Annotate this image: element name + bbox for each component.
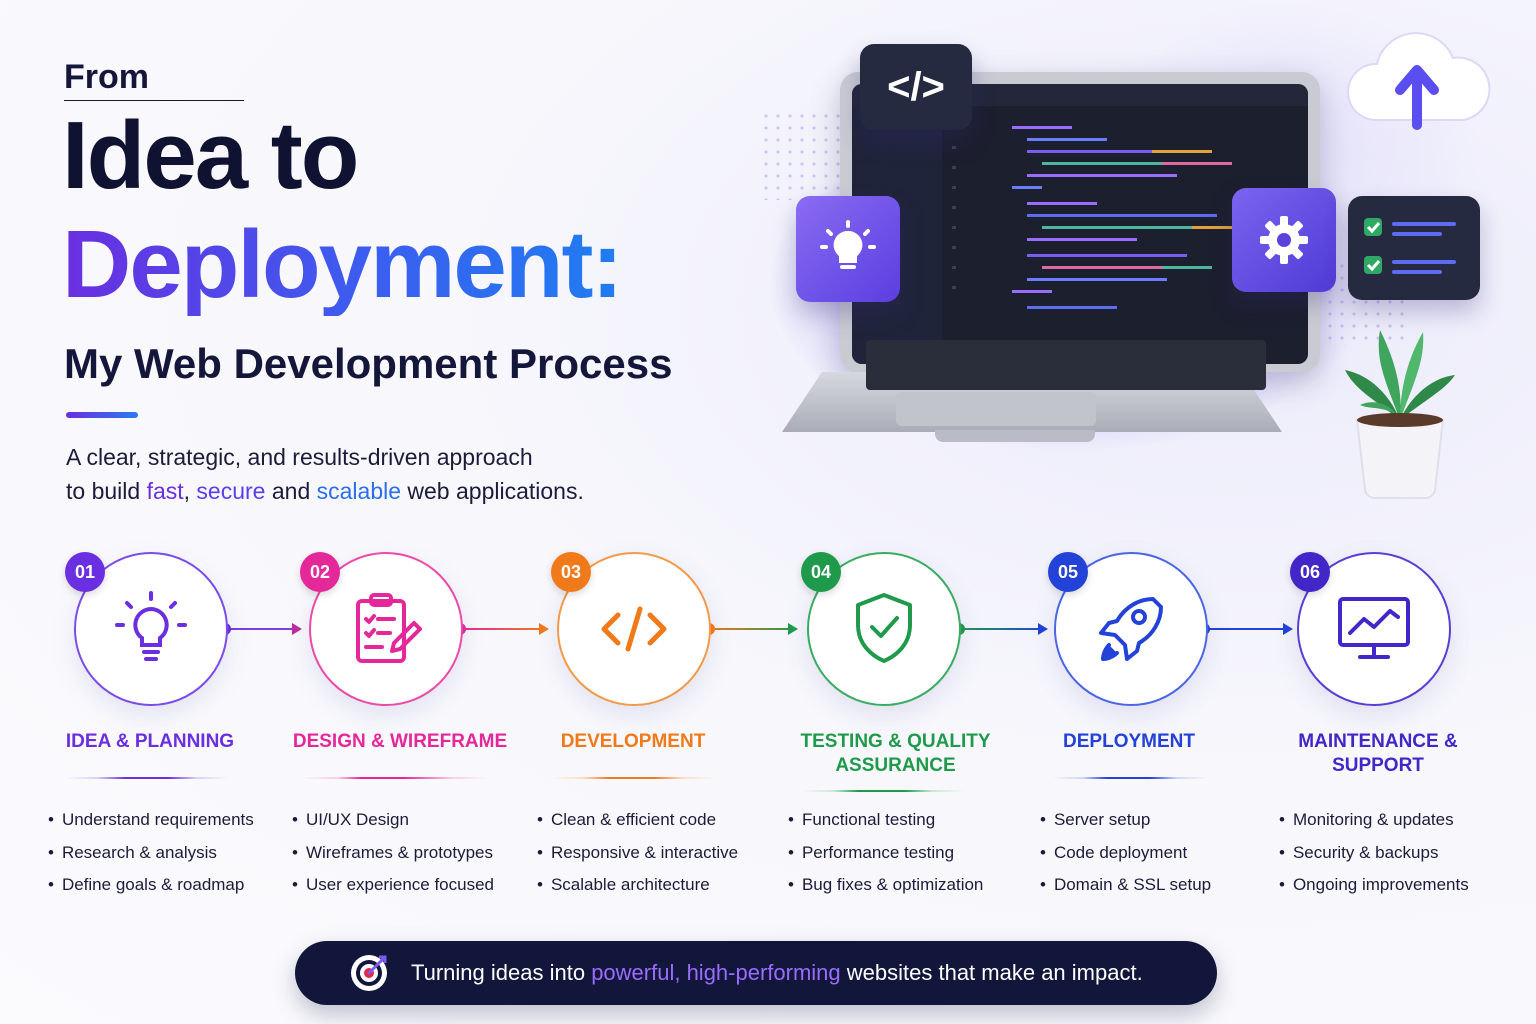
list-item: Security & backups — [1279, 843, 1469, 876]
desc-text: to build — [66, 478, 147, 504]
step-5-divider — [1052, 777, 1208, 779]
step-6-number: 06 — [1290, 552, 1330, 592]
step-6-title-line-2: SUPPORT — [1332, 755, 1424, 776]
step-2-title: DESIGN & WIREFRAME — [292, 731, 508, 752]
step-6-title: MAINTENANCE & SUPPORT — [1263, 730, 1493, 778]
step-4-title-line-1: TESTING & QUALITY — [800, 731, 991, 752]
laptop-screen — [852, 84, 1308, 364]
desc-fast: fast — [146, 478, 184, 504]
list-item: Functional testing — [788, 810, 983, 843]
step-4-title: TESTING & QUALITY ASSURANCE — [773, 730, 1018, 778]
list-item: Research & analysis — [48, 843, 254, 876]
list-item: Server setup — [1040, 810, 1211, 843]
title-line-1: Idea to — [62, 102, 359, 209]
banner-highlight: powerful, high-performing — [591, 960, 841, 985]
plant-illustration — [1345, 330, 1455, 500]
lightbulb-icon — [115, 591, 187, 661]
step-4-divider — [801, 790, 965, 792]
list-item: Define goals & roadmap — [48, 875, 254, 908]
desc-secure: secure — [196, 478, 266, 504]
title-line-2: Deployment: — [62, 211, 623, 318]
list-item: Understand requirements — [48, 810, 254, 843]
step-2-number: 02 — [300, 552, 340, 592]
page-subtitle: My Web Development Process — [64, 340, 673, 387]
connector-arrow — [1198, 623, 1293, 635]
step-1-list: Understand requirements Research & analy… — [48, 810, 254, 908]
step-4-title-line-2: ASSURANCE — [835, 755, 956, 776]
list-item: UI/UX Design — [292, 810, 494, 843]
description: A clear, strategic, and results-driven a… — [66, 440, 584, 508]
step-1-divider — [65, 777, 229, 779]
step-2-list: UI/UX Design Wireframes & prototypes Use… — [292, 810, 494, 908]
desc-and: and — [265, 478, 317, 504]
laptop-notch — [935, 430, 1095, 442]
step-1-title: IDEA & PLANNING — [65, 731, 235, 752]
list-item: Domain & SSL setup — [1040, 875, 1211, 908]
step-4-list: Functional testing Performance testing B… — [788, 810, 983, 908]
step-4-number: 04 — [801, 552, 841, 592]
code-icon: </> — [860, 44, 972, 130]
banner-text-end: websites that make an impact. — [840, 960, 1143, 985]
step-3-divider — [551, 777, 715, 779]
step-3-list: Clean & efficient code Responsive & inte… — [537, 810, 738, 908]
list-item: Performance testing — [788, 843, 983, 876]
list-item: Ongoing improvements — [1279, 875, 1469, 908]
step-5-number: 05 — [1048, 552, 1088, 592]
description-line-1: A clear, strategic, and results-driven a… — [66, 444, 533, 470]
list-item: Clean & efficient code — [537, 810, 738, 843]
step-6-title-line-1: MAINTENANCE & — [1298, 731, 1458, 752]
banner-text: Turning ideas into powerful, high-perfor… — [411, 960, 1143, 986]
list-item: Bug fixes & optimization — [788, 875, 983, 908]
gear-icon — [1232, 188, 1336, 292]
cloud-upload-icon — [1347, 32, 1491, 130]
description-line-2: to build fast, secure and scalable web a… — [66, 474, 584, 508]
accent-bar — [66, 412, 138, 418]
code-icon — [601, 606, 667, 652]
list-item: User experience focused — [292, 875, 494, 908]
connector-arrow — [703, 623, 798, 635]
clipboard-icon — [356, 593, 422, 663]
connector-arrow — [219, 623, 302, 635]
list-item: Scalable architecture — [537, 875, 738, 908]
connector-arrow — [953, 623, 1048, 635]
checklist-icon — [1348, 196, 1480, 300]
desc-comma: , — [183, 478, 197, 504]
list-item: Wireframes & prototypes — [292, 843, 494, 876]
lightbulb-icon — [796, 196, 900, 302]
step-5-title: DEPLOYMENT — [1063, 731, 1195, 752]
list-item: Code deployment — [1040, 843, 1211, 876]
monitor-chart-icon — [1338, 597, 1410, 659]
desc-scalable: scalable — [316, 478, 402, 504]
target-icon — [351, 955, 387, 991]
kicker-text: From — [64, 58, 149, 96]
step-3-title: DEVELOPMENT — [560, 731, 706, 752]
step-6-list: Monitoring & updates Security & backups … — [1279, 810, 1469, 908]
footer-banner: Turning ideas into powerful, high-perfor… — [295, 941, 1217, 1005]
dot-pattern — [760, 110, 850, 200]
step-3-number: 03 — [551, 552, 591, 592]
step-5-list: Server setup Code deployment Domain & SS… — [1040, 810, 1211, 908]
trackpad — [896, 392, 1096, 426]
rocket-icon — [1099, 597, 1163, 661]
list-item: Responsive & interactive — [537, 843, 738, 876]
keyboard — [866, 340, 1266, 390]
connector-arrow — [454, 623, 549, 635]
list-item: Monitoring & updates — [1279, 810, 1469, 843]
step-2-divider — [300, 777, 490, 779]
shield-check-icon — [856, 593, 912, 663]
banner-text-start: Turning ideas into — [411, 960, 592, 985]
kicker-underline — [64, 100, 244, 101]
step-1-number: 01 — [65, 552, 105, 592]
desc-end: web applications. — [401, 478, 584, 504]
